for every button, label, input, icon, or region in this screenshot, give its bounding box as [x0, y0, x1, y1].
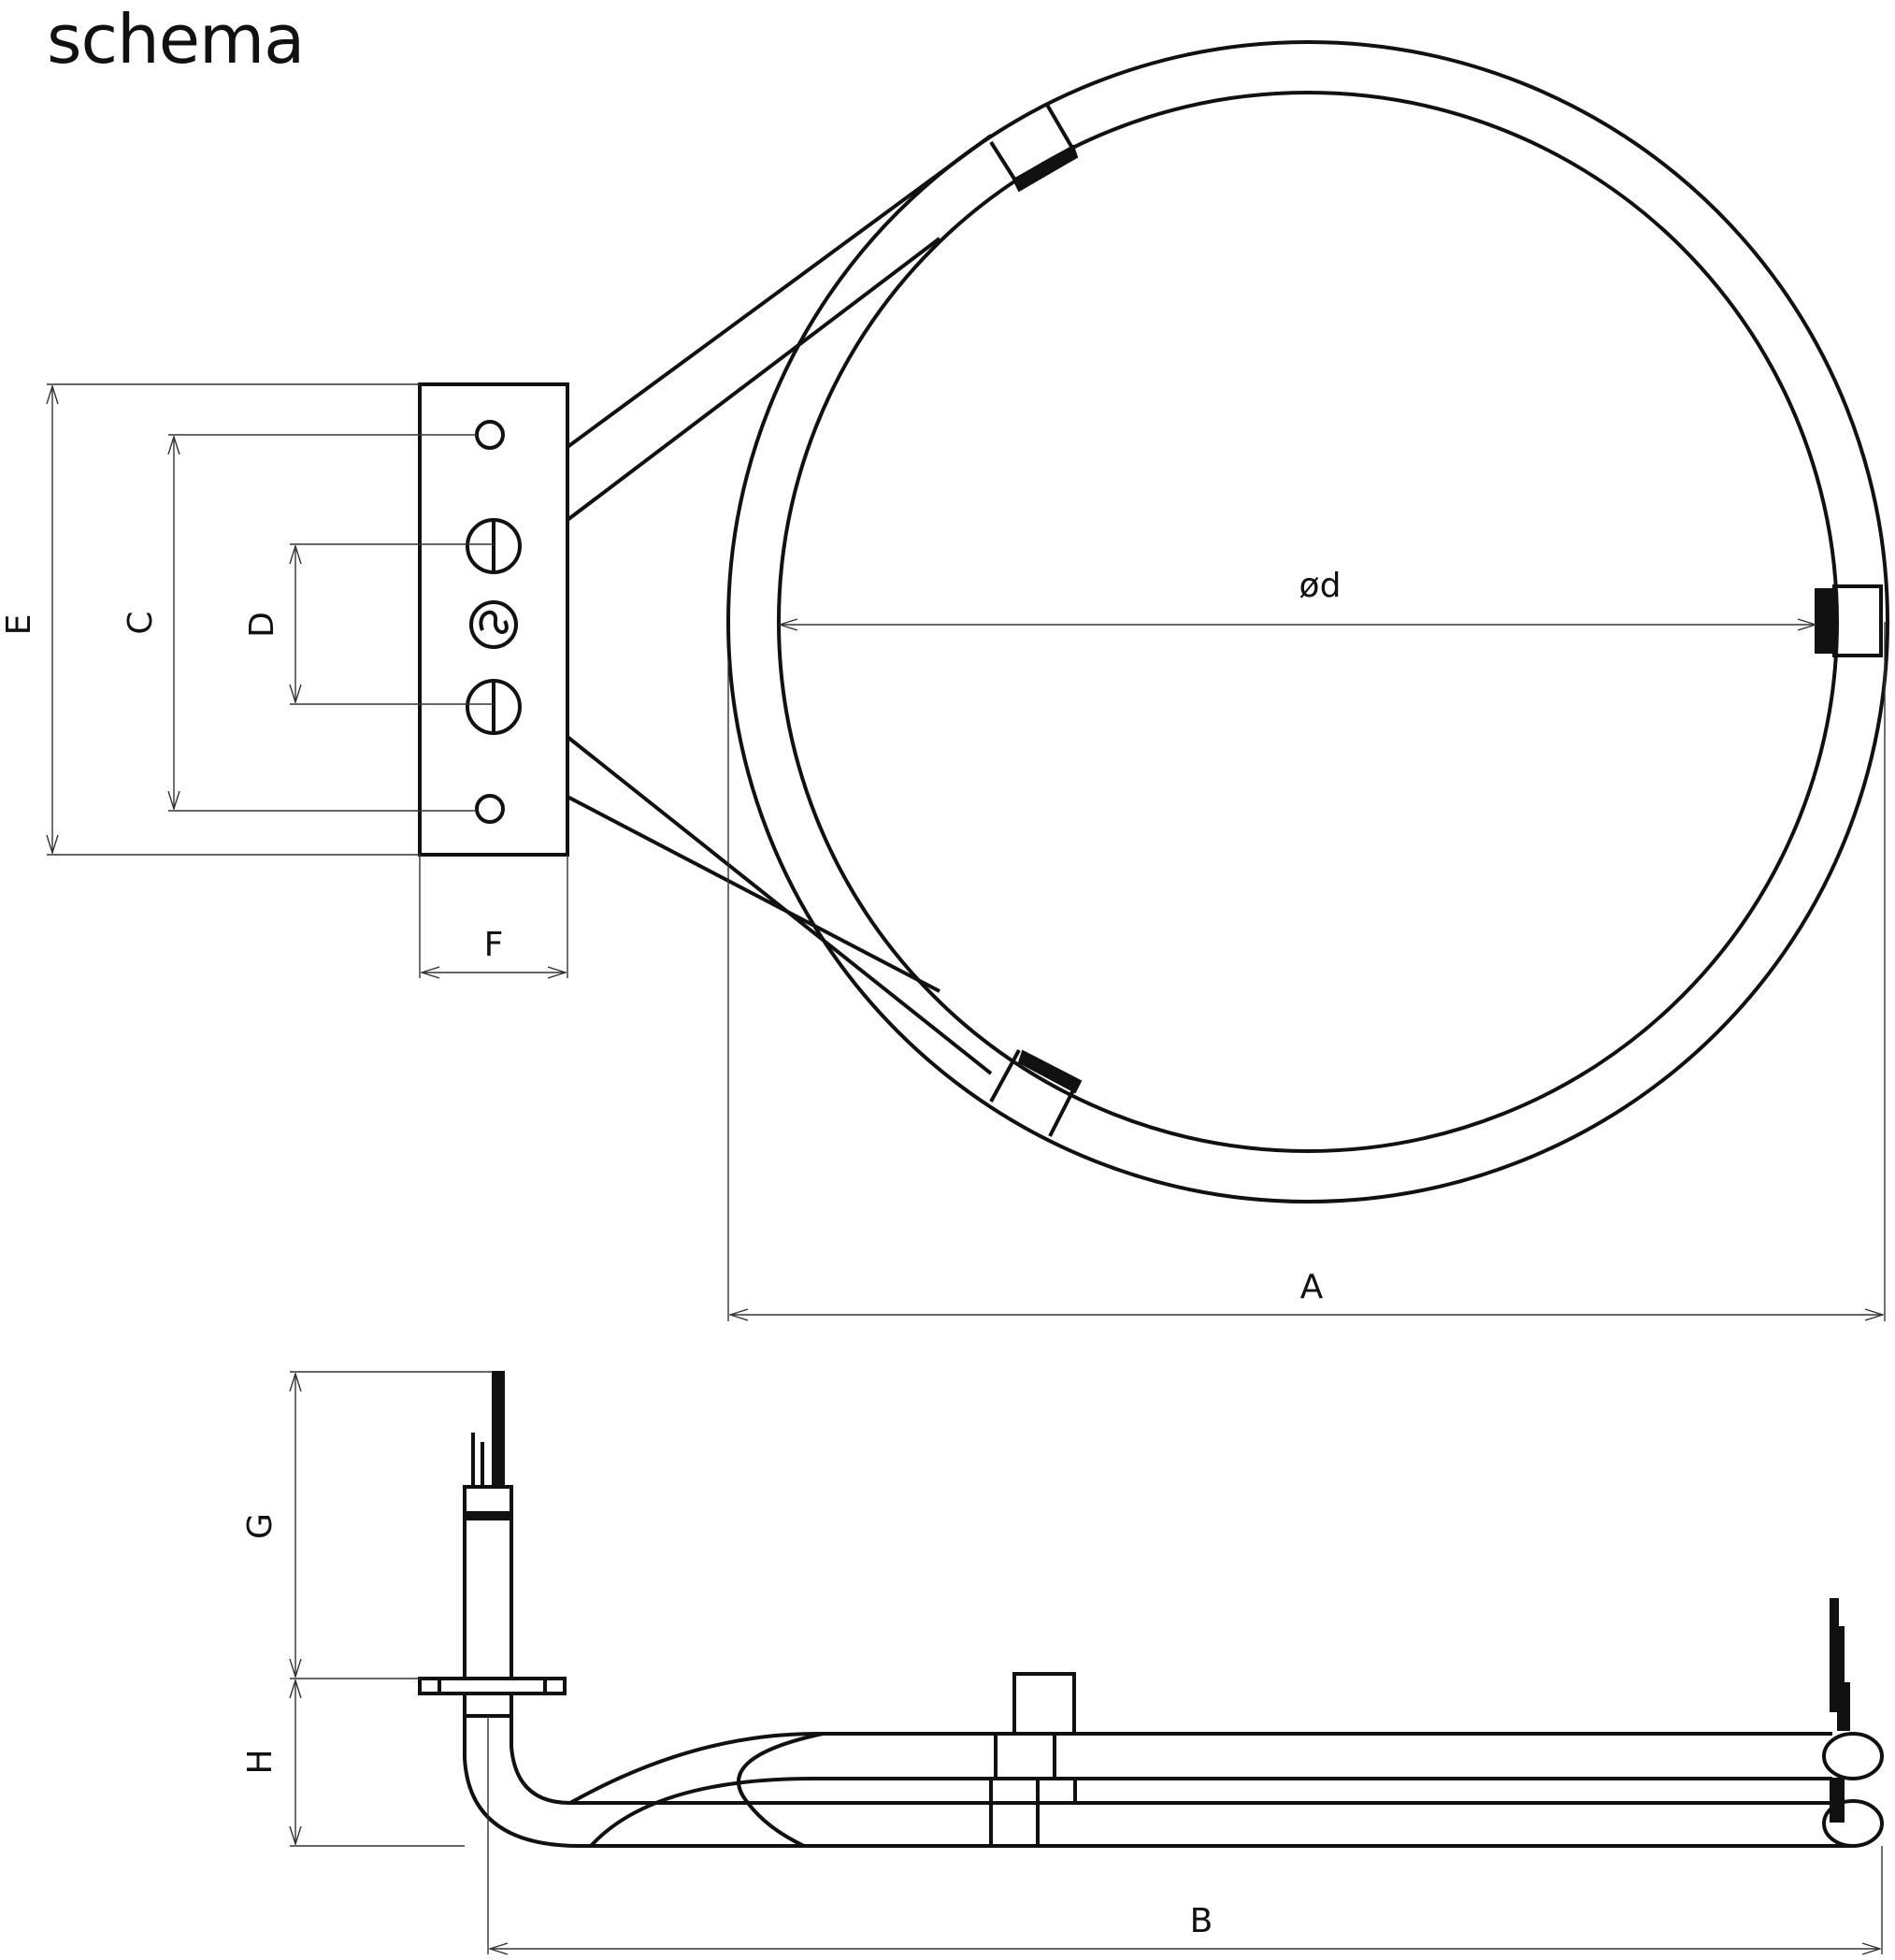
terminal-screw-top: [466, 518, 522, 574]
clamp-bracket-bottom: [989, 1049, 1083, 1137]
leg-lower-outer: [566, 735, 993, 1075]
label-A: A: [1300, 1268, 1324, 1306]
ring-tube-outer: [726, 40, 1889, 1203]
dimension-E: E: [0, 383, 420, 856]
tube-upper-top: [569, 1731, 1832, 1805]
top-view: [418, 40, 1889, 1203]
dimension-C: C: [122, 434, 477, 812]
leg-upper-inner: [566, 237, 941, 522]
tube-bend-inner: [510, 1714, 1832, 1805]
tube-end-top: [1822, 1732, 1884, 1780]
dimension-D: D: [243, 543, 494, 705]
dimension-G: G: [241, 1371, 493, 1679]
dimension-H: H: [241, 1680, 465, 1847]
ring-tube-inner: [777, 91, 1839, 1153]
label-C: C: [122, 611, 160, 634]
page-title: schema: [47, 0, 305, 79]
label-D: D: [243, 612, 281, 638]
label-B: B: [1190, 1902, 1213, 1940]
tube-upper-bottom: [589, 1776, 1832, 1848]
terminal-screw-bottom: [466, 679, 522, 735]
dimension-B: B: [487, 1716, 1883, 1954]
mounting-hole-top: [475, 420, 505, 450]
mounting-hole-bottom: [475, 794, 505, 824]
mounting-flange: [418, 1677, 567, 1695]
dimension-F: F: [419, 855, 568, 978]
label-diameter: ød: [1299, 567, 1342, 605]
leg-lower-inner: [567, 795, 940, 993]
side-clamp: [1012, 1672, 1076, 1736]
dimension-diameter: ød: [780, 567, 1816, 625]
terminal-block: [418, 382, 569, 857]
label-F: F: [484, 926, 504, 964]
tube-end-bottom: [1822, 1799, 1884, 1848]
clamp-bracket-right: [1815, 584, 1883, 657]
label-G: G: [241, 1513, 280, 1539]
earth-terminal: [469, 600, 518, 649]
label-H: H: [241, 1749, 280, 1774]
tube-bend-outer: [463, 1714, 1851, 1848]
label-E: E: [0, 614, 38, 636]
clamp-bracket-top: [989, 103, 1079, 193]
lead-wire: [492, 1371, 505, 1487]
side-view: [418, 1371, 1884, 1848]
dimension-A: A: [727, 622, 1886, 1321]
end-lead-wire: [1830, 1598, 1839, 1712]
leg-upper-outer: [566, 134, 993, 449]
